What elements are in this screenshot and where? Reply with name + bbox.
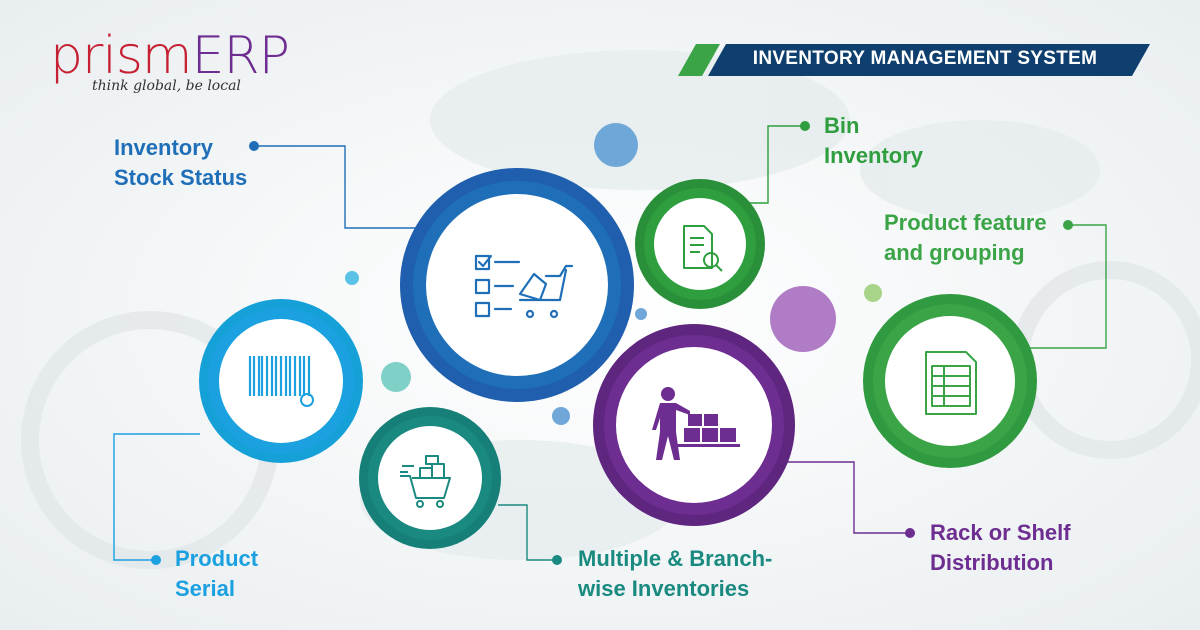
connector-rack bbox=[770, 461, 910, 534]
logo-erp: ERP bbox=[191, 26, 290, 86]
bubble-blue-tiny bbox=[635, 308, 647, 320]
connector-dot-multi bbox=[552, 555, 562, 565]
connector-dot-bin bbox=[800, 121, 810, 131]
circle-multi bbox=[359, 407, 501, 549]
label-line: Inventory bbox=[114, 135, 214, 160]
bubble-blue-small bbox=[552, 407, 570, 425]
label-bin-inventory: Bin Inventory bbox=[824, 111, 923, 171]
worker-boxes-icon bbox=[652, 387, 740, 460]
label-line: Bin bbox=[824, 113, 860, 138]
connector-serial bbox=[113, 433, 200, 561]
logo-tagline: think global, be local bbox=[92, 78, 241, 94]
checklist-cart-icon bbox=[474, 254, 574, 319]
circle-stock bbox=[400, 168, 634, 402]
label-line: Stock Status bbox=[114, 165, 248, 190]
connector-dot-stock bbox=[249, 141, 259, 151]
label-rack-shelf: Rack or Shelf Distribution bbox=[930, 518, 1071, 578]
logo-prism: prism bbox=[50, 26, 193, 86]
bubble-blue-large bbox=[594, 123, 638, 167]
circle-bin bbox=[635, 179, 765, 309]
connector-multi bbox=[498, 504, 557, 561]
prismerp-logo: prismERP think global, be local bbox=[50, 30, 290, 94]
label-line: Multiple & Branch- bbox=[578, 546, 773, 571]
bubble-purple bbox=[770, 286, 836, 352]
connector-bin bbox=[734, 125, 805, 204]
circle-rack bbox=[593, 324, 795, 526]
bubble-teal bbox=[381, 362, 411, 392]
circle-serial bbox=[199, 299, 363, 463]
shopping-cart-boxes-icon bbox=[400, 455, 451, 508]
logo-wordmark: prismERP bbox=[50, 30, 290, 82]
label-line: and grouping bbox=[884, 240, 1025, 265]
label-product-serial: Product Serial bbox=[175, 544, 258, 604]
barcode-icon bbox=[248, 356, 314, 407]
label-multiple-branch-wise: Multiple & Branch- wise Inventories bbox=[578, 544, 772, 604]
label-product-feature: Product feature and grouping bbox=[884, 208, 1047, 268]
label-line: Distribution bbox=[930, 550, 1054, 575]
connector-dot-serial bbox=[151, 555, 161, 565]
bubble-cyan bbox=[345, 271, 359, 285]
banner-title: INVENTORY MANAGEMENT SYSTEM bbox=[752, 48, 1098, 69]
circle-feature bbox=[863, 294, 1037, 468]
connector-dot-rack bbox=[905, 528, 915, 538]
label-line: Inventory bbox=[824, 143, 924, 168]
label-line: Serial bbox=[175, 576, 235, 601]
label-line: Product feature bbox=[884, 210, 1047, 235]
label-line: Rack or Shelf bbox=[930, 520, 1071, 545]
spreadsheet-icon bbox=[925, 351, 977, 415]
label-line: wise Inventories bbox=[578, 576, 750, 601]
connector-feature bbox=[1000, 224, 1107, 349]
bubble-green bbox=[864, 284, 882, 302]
label-line: Product bbox=[175, 546, 259, 571]
title-banner bbox=[678, 44, 1150, 76]
connector-stock bbox=[254, 145, 420, 229]
document-search-icon bbox=[683, 225, 723, 272]
connector-dot-feature bbox=[1063, 220, 1073, 230]
label-inventory-stock-status: Inventory Stock Status bbox=[114, 133, 247, 193]
